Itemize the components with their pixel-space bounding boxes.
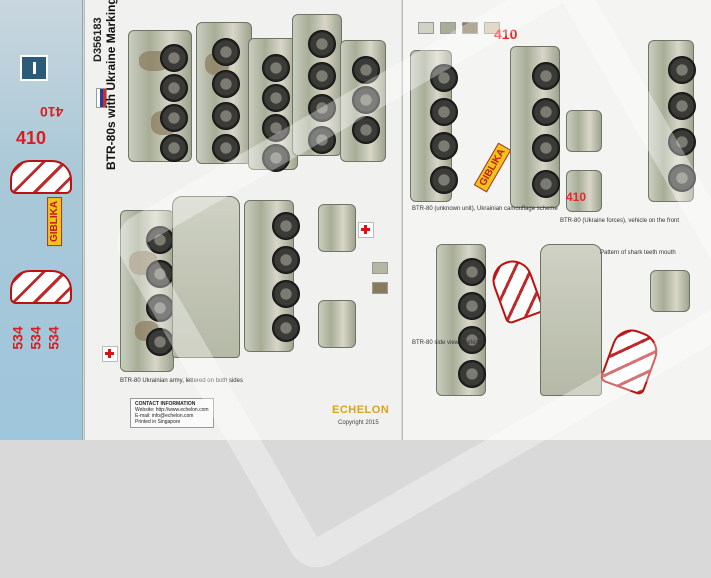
decal-strip: 410 410 GIBLIKA 534 534 534 [0,0,83,440]
vehicle-front-view [318,204,356,252]
flag-icon [96,88,107,108]
wheel-icon [458,292,486,320]
vehicle-front-view [650,270,690,312]
wheel-icon [272,280,300,308]
wheel-icon [352,56,380,84]
caption: Pattern of shark teeth mouth [600,250,676,256]
wheel-icon [262,114,290,142]
wheel-icon [668,164,696,192]
wheel-icon [160,74,188,102]
wheel-icon [212,38,240,66]
wheel-icon [668,56,696,84]
wheel-icon [146,226,174,254]
caption: BTR-80 side view markings [412,340,486,346]
wheel-icon [262,84,290,112]
wheel-icon [160,104,188,132]
wheel-icon [458,258,486,286]
wheel-icon [308,30,336,58]
color-swatch [372,282,388,294]
decal-number: 534 [45,326,62,350]
decal-number: 534 [27,326,44,350]
page-title: BTR-80s with Ukraine Markings [104,0,118,170]
wheel-icon [532,62,560,90]
decal-number: 410 [40,104,64,120]
decal-number: 410 [16,128,47,148]
wheel-icon [458,360,486,388]
contact-line: Printed in Singapore [135,419,181,425]
wheel-icon [668,128,696,156]
caption: BTR-80 (unknown unit), Ukrainian camoufl… [412,206,558,212]
red-cross-icon [358,222,374,238]
red-cross-icon [102,346,118,362]
color-swatch [440,22,456,34]
vehicle-front-view [566,110,602,152]
wheel-icon [430,64,458,92]
wheel-icon [272,212,300,240]
wheel-icon [352,86,380,114]
wheel-icon [308,126,336,154]
wheel-icon [160,44,188,72]
red-number-410: 410 [494,26,518,42]
wheel-icon [532,134,560,162]
shark-teeth-decal-icon [10,160,72,194]
caption: BTR-80 Ukrainian army, lettered on both … [120,378,243,384]
wheel-icon [146,260,174,288]
wheel-icon [532,98,560,126]
wheel-icon [532,170,560,198]
wheel-icon [308,62,336,90]
wheel-icon [308,94,336,122]
wheel-icon [160,134,188,162]
color-swatch [372,262,388,274]
wheel-icon [430,98,458,126]
giblika-decal: GIBLIKA [47,196,63,247]
vehicle-rear-view [566,170,602,212]
contact-info: CONTACT INFORMATION Website: http://www.… [130,398,214,428]
wheel-icon [212,102,240,130]
wheel-icon [262,54,290,82]
caption: BTR-80 (Ukraine forces), vehicle on the … [560,218,680,224]
wheel-icon [272,246,300,274]
wheel-icon [352,116,380,144]
shark-teeth-decal-icon [10,270,72,304]
contact-line: E-mail: info@echelon.com [135,413,194,419]
vehicle-top-view [540,244,602,396]
color-swatch [462,22,478,34]
red-number-410: 410 [566,190,587,204]
contact-line: Website: http://www.echelon.com [135,407,209,413]
vehicle-top-view [172,196,240,358]
wheel-icon [212,134,240,162]
contact-title: CONTACT INFORMATION [135,401,196,407]
brand-logo: ECHELON [332,404,390,416]
wheel-icon [212,70,240,98]
wheel-icon [458,326,486,354]
wheel-icon [668,92,696,120]
wheel-icon [430,132,458,160]
wheel-icon [262,144,290,172]
unit-insignia-icon [20,55,48,81]
color-swatch [484,22,500,34]
vehicle-rear-view [318,300,356,348]
sheet-code: D356183 [92,17,104,62]
wheel-icon [146,328,174,356]
wheel-icon [146,294,174,322]
color-swatch [418,22,434,34]
copyright: Copyright 2015 [338,420,379,426]
decal-number: 534 [9,326,26,350]
wheel-icon [272,314,300,342]
wheel-icon [430,166,458,194]
